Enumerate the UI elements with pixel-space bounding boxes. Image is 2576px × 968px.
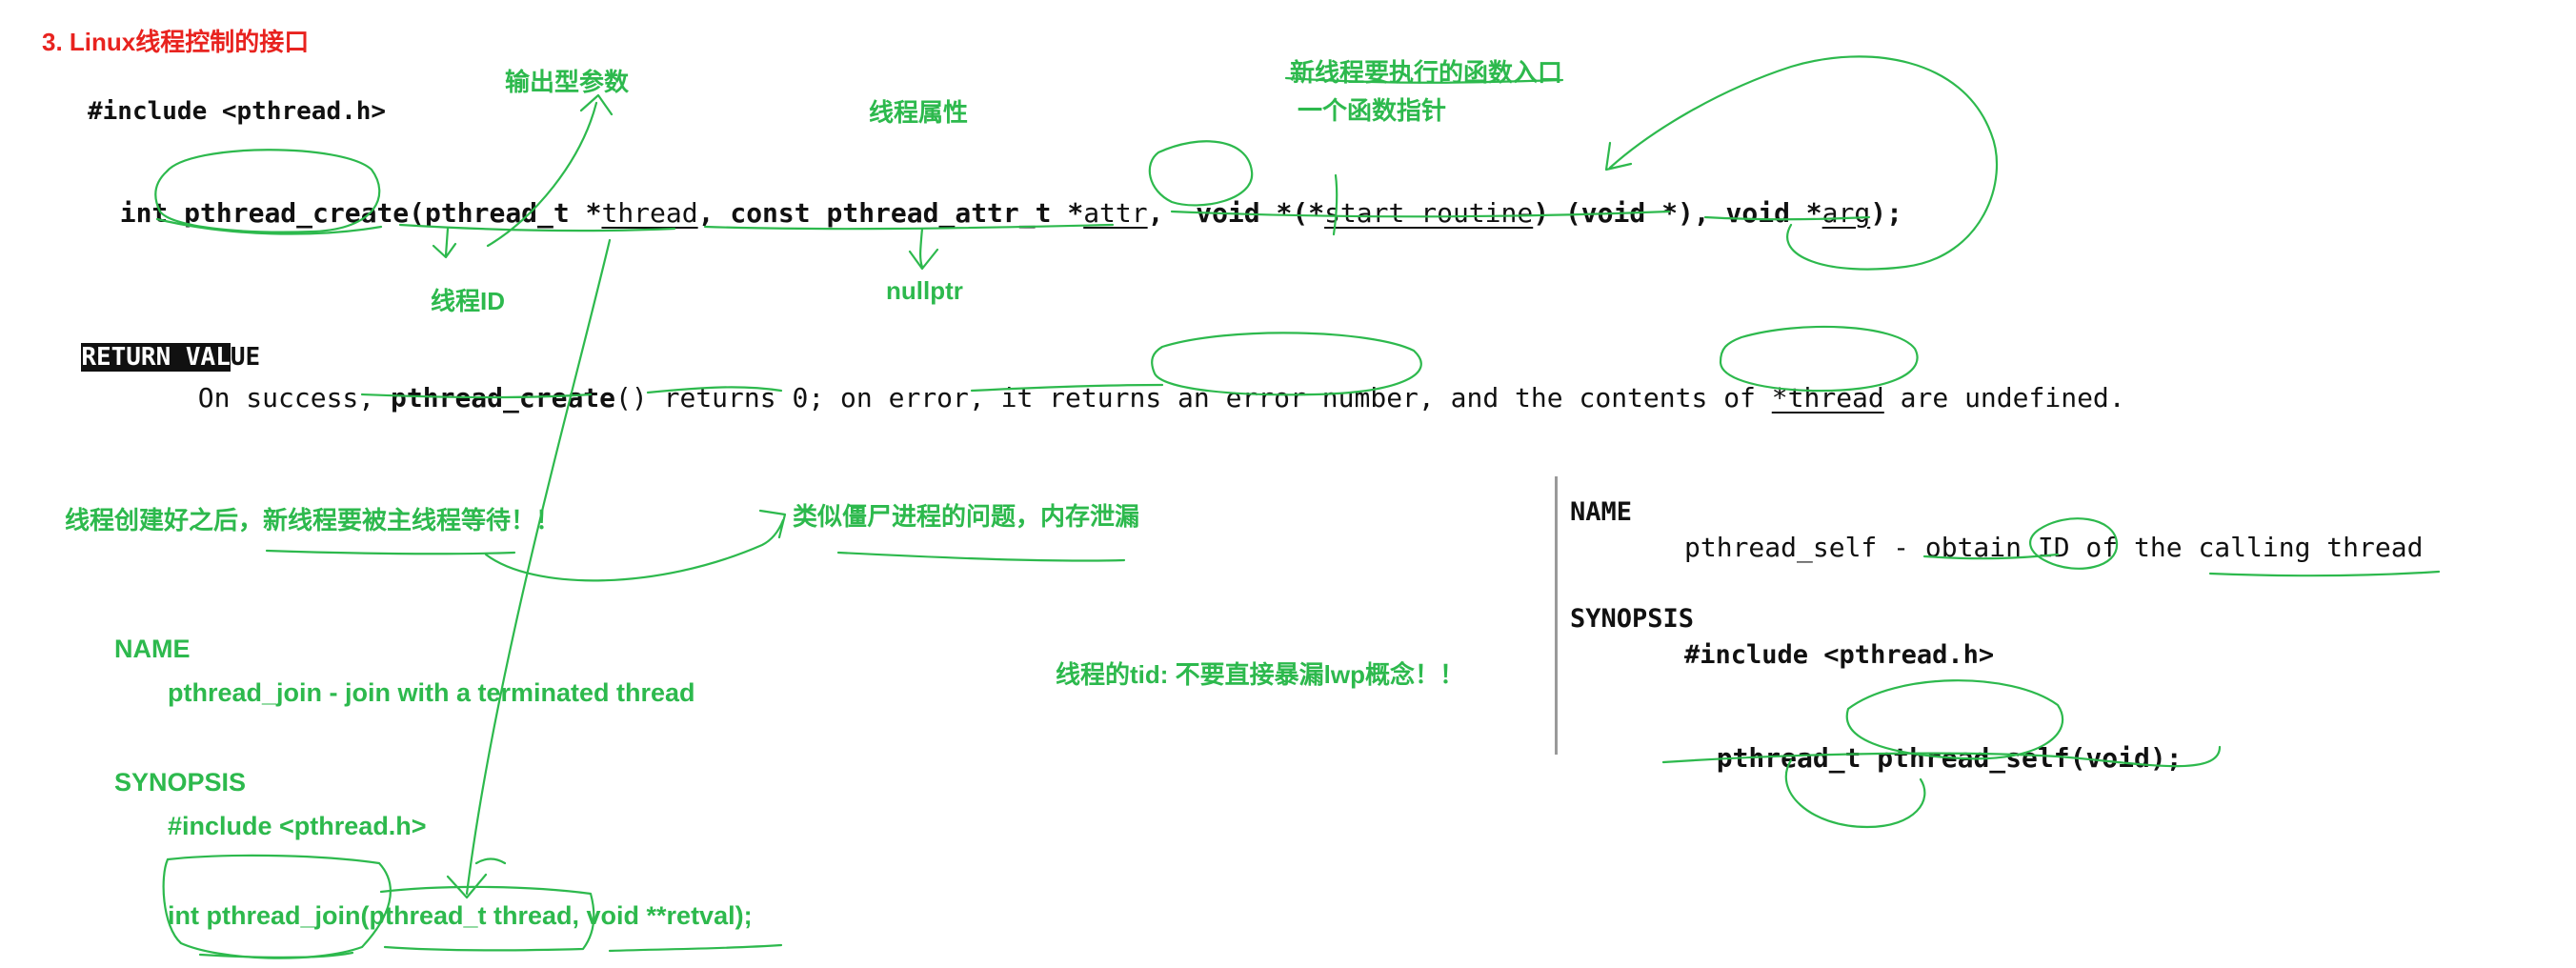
self-name-body: pthread_self - obtain ID of the calling …	[1684, 532, 2424, 563]
note-output-param: 输出型参数	[505, 68, 630, 96]
self-signature: pthread_t pthread_self(void);	[1684, 711, 2183, 774]
create-include: #include <pthread.h>	[88, 97, 387, 126]
self-include: #include <pthread.h>	[1684, 640, 1995, 670]
sig-attr: attr	[1083, 197, 1148, 229]
self-synopsis-heading: SYNOPSIS	[1570, 604, 1695, 634]
return-value-highlight: RETURN VAL	[81, 343, 231, 372]
ret-fn: pthread_create	[391, 382, 616, 413]
note-thread-id: 线程ID	[431, 287, 506, 315]
note-lwp: 线程的tid: 不要直接暴漏lwp概念！！	[1056, 660, 1464, 689]
note-nullptr: nullptr	[886, 276, 963, 305]
sig-part5: );	[1870, 197, 1902, 229]
create-signature: int pthread_create(pthread_t *thread, co…	[88, 166, 1902, 229]
self-sig-type: pthread_t	[1716, 742, 1878, 774]
self-sig-rest: (void);	[2069, 742, 2183, 774]
join-name-heading: NAME	[114, 635, 191, 663]
sig-fname: pthread_create	[184, 197, 410, 229]
ret-text-1: On success,	[197, 382, 392, 413]
sig-part4: ) (void *), void *	[1533, 197, 1822, 229]
page-heading: 3. Linux线程控制的接口	[42, 28, 310, 56]
sig-part1: (pthread_t *	[409, 197, 602, 229]
self-sig-fn: pthread_self	[1877, 742, 2070, 774]
return-value-body: On success, pthread_create() returns 0; …	[166, 351, 2125, 413]
sig-int: int	[119, 197, 185, 229]
join-include: #include <pthread.h>	[168, 812, 427, 840]
join-synopsis-heading: SYNOPSIS	[114, 768, 247, 797]
ret-thread: *thread	[1771, 382, 1884, 413]
sig-part3: , void *(*	[1147, 197, 1325, 229]
return-value-heading: RETURN VALUE	[51, 314, 260, 372]
ret-text-2: () returns 0; on error, it returns an er…	[615, 382, 1772, 413]
self-name-heading: NAME	[1570, 497, 1633, 527]
note-zombie: 类似僵尸进程的问题，内存泄漏	[793, 502, 1140, 531]
sig-thread: thread	[601, 197, 698, 229]
note-thread-attr: 线程属性	[869, 98, 969, 127]
self-block-divider	[1555, 476, 1558, 755]
sig-arg: arg	[1821, 197, 1871, 229]
return-value-tail: UE	[230, 343, 261, 372]
join-signature: int pthread_join(pthread_t thread, void …	[168, 901, 753, 930]
note-wait: 线程创建好之后，新线程要被主线程等待！！	[65, 506, 561, 534]
ret-text-3: are undefined.	[1883, 382, 2125, 413]
sig-start-routine: start_routine	[1324, 197, 1534, 229]
note-function-pointer: 一个函数指针	[1298, 96, 1447, 125]
join-name-body: pthread_join - join with a terminated th…	[168, 678, 695, 707]
sig-part2: , const pthread_attr_t *	[697, 197, 1084, 229]
note-entry: 新线程要执行的函数入口	[1290, 58, 1563, 87]
